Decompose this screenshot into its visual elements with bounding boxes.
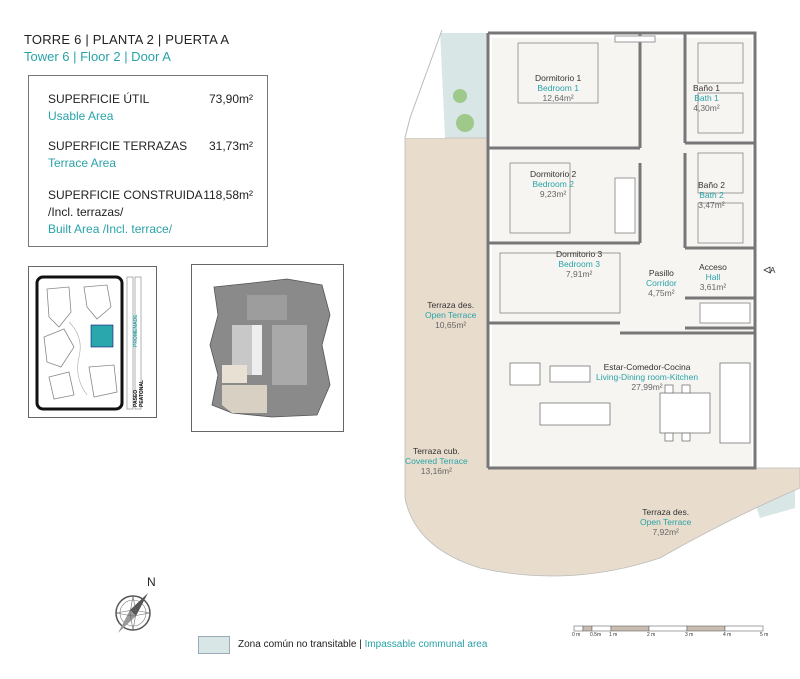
scale-tick: 4 m xyxy=(723,632,732,638)
usable-area-label-es: SUPERFICIE ÚTIL xyxy=(48,92,150,106)
legend-swatch xyxy=(198,636,230,654)
compass-icon xyxy=(115,593,151,633)
built-area-label-es: SUPERFICIE CONSTRUIDA xyxy=(48,188,203,202)
surface-summary-box: SUPERFICIE ÚTIL Usable Area 73,90m² SUPE… xyxy=(28,75,268,247)
scale-tick: 5 m xyxy=(760,632,769,638)
site-plan-thumbnail: PROMENADE PASEO PEATONAL xyxy=(28,266,157,418)
unit-title-en: Tower 6 | Floor 2 | Door A xyxy=(24,49,171,64)
legend-label-es: Zona común no transitable | xyxy=(238,639,365,650)
bedroom-1-furniture xyxy=(517,42,744,134)
unit-title-es: TORRE 6 | PLANTA 2 | PUERTA A xyxy=(24,32,230,47)
site-plan-drawing xyxy=(35,275,142,411)
scale-tick: 3 m xyxy=(685,632,694,638)
terrace-area-label-es: SUPERFICIE TERRAZAS xyxy=(48,139,188,153)
usable-area-label-en: Usable Area xyxy=(48,109,114,123)
access-marker: A xyxy=(770,266,776,275)
built-area-row: SUPERFICIE CONSTRUIDA /Incl. terrazas/ B… xyxy=(48,188,203,236)
living-room-furniture xyxy=(509,362,751,444)
terrace-area-row: SUPERFICIE TERRAZAS Terrace Area xyxy=(48,139,187,170)
compass-north-label: N xyxy=(147,575,156,589)
plant-icon xyxy=(453,89,467,103)
promenade-label: PROMENADE xyxy=(133,314,139,347)
access-arrow-icon xyxy=(763,266,771,274)
plant-icon xyxy=(456,114,474,132)
pedestrian-walk-label: PASEO PEATONAL xyxy=(133,379,145,407)
built-area-value: 118,58m² xyxy=(203,188,253,202)
scale-tick: 2 m xyxy=(647,632,656,638)
legend-text: Zona común no transitable | Impassable c… xyxy=(238,639,487,650)
legend-label-en: Impassable communal area xyxy=(364,639,488,650)
scale-tick: 0.5m xyxy=(590,632,602,638)
scale-tick: 0 m xyxy=(572,632,581,638)
communal-area-top xyxy=(440,33,488,138)
walls xyxy=(486,31,757,470)
scale-tick: 1 m xyxy=(609,632,618,638)
built-area-label-en: Built Area /Incl. terrace/ xyxy=(48,222,173,236)
scale-bar: 0 m 0.5m 1 m 2 m 3 m 4 m 5 m xyxy=(572,622,772,640)
floor-plan xyxy=(404,29,800,577)
terrace-floor xyxy=(404,137,800,577)
built-area-label-es2: /Incl. terrazas/ xyxy=(48,205,124,219)
usable-area-value: 73,90m² xyxy=(208,92,253,106)
floor-key-drawing xyxy=(209,278,331,418)
unit-header: TORRE 6 | PLANTA 2 | PUERTA A Tower 6 | … xyxy=(24,32,229,64)
usable-area-row: SUPERFICIE ÚTIL Usable Area xyxy=(48,92,149,123)
terrace-area-value: 31,73m² xyxy=(208,139,253,153)
terrace-area-label-en: Terrace Area xyxy=(48,156,117,170)
floor-key-thumbnail xyxy=(191,264,344,432)
